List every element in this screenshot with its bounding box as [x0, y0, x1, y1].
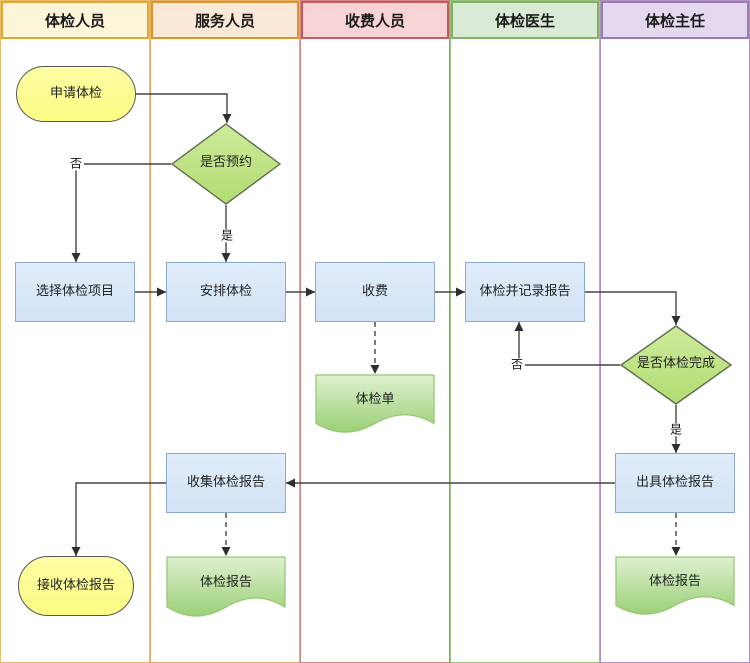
lane-examinee[interactable]: 体检人员: [0, 0, 150, 663]
node-label: 收集体检报告: [186, 475, 265, 491]
node-label: 出具体检报告: [635, 475, 714, 491]
node-label: 是否体检完成: [636, 356, 715, 372]
node-label: 体检单: [355, 392, 395, 408]
node-collect-reports[interactable]: 收集体检报告: [166, 453, 286, 513]
node-label: 申请体检: [49, 86, 102, 102]
node-issue-report[interactable]: 出具体检报告: [615, 453, 735, 513]
document-shape: [615, 556, 735, 615]
lane-header[interactable]: 服务人员: [151, 1, 299, 39]
node-receive-report[interactable]: 接收体检报告: [18, 556, 134, 616]
lane-header[interactable]: 收费人员: [301, 1, 449, 39]
lane-header[interactable]: 体检主任: [601, 1, 749, 39]
node-report-service[interactable]: 体检报告: [166, 556, 286, 622]
lane-title: 体检主任: [644, 11, 705, 30]
lane-header[interactable]: 体检医生: [451, 1, 599, 39]
edge-label-yes-done: 是: [667, 422, 685, 437]
edge-label-yes-booked: 是: [218, 228, 236, 243]
lane-director[interactable]: 体检主任: [600, 0, 750, 663]
lane-title: 收费人员: [344, 11, 405, 30]
node-decision-booked[interactable]: 是否预约: [171, 123, 281, 205]
node-label: 接收体检报告: [36, 578, 115, 594]
node-apply-exam[interactable]: 申请体检: [16, 66, 136, 122]
node-label: 体检并记录报告: [479, 284, 571, 300]
node-label: 体检报告: [648, 574, 701, 590]
lane-doctor[interactable]: 体检医生: [450, 0, 600, 663]
edge-label-no-done: 否: [508, 357, 526, 372]
diamond-shape: [171, 123, 281, 205]
lane-service-staff[interactable]: 服务人员: [150, 0, 300, 663]
edge-label-no-booked: 否: [67, 156, 85, 171]
lane-title: 体检人员: [44, 11, 105, 30]
node-label: 体检报告: [199, 575, 252, 591]
document-shape: [166, 556, 286, 617]
lane-header[interactable]: 体检人员: [1, 1, 149, 39]
node-label: 收费: [361, 284, 388, 300]
node-report-director[interactable]: 体检报告: [615, 556, 735, 620]
node-exam-form[interactable]: 体检单: [315, 374, 435, 438]
node-decision-done[interactable]: 是否体检完成: [620, 325, 732, 405]
node-label: 是否预约: [199, 155, 252, 171]
node-exam-record[interactable]: 体检并记录报告: [465, 262, 585, 322]
lane-cashier[interactable]: 收费人员: [300, 0, 450, 663]
node-arrange-exam[interactable]: 安排体检: [166, 262, 286, 322]
node-choose-items[interactable]: 选择体检项目: [15, 262, 135, 322]
lane-title: 体检医生: [494, 11, 555, 30]
diamond-shape: [620, 325, 732, 405]
document-shape: [315, 374, 435, 433]
lane-title: 服务人员: [194, 11, 255, 30]
node-label: 安排体检: [199, 284, 252, 300]
node-label: 选择体检项目: [35, 284, 114, 300]
node-charge[interactable]: 收费: [315, 262, 435, 322]
